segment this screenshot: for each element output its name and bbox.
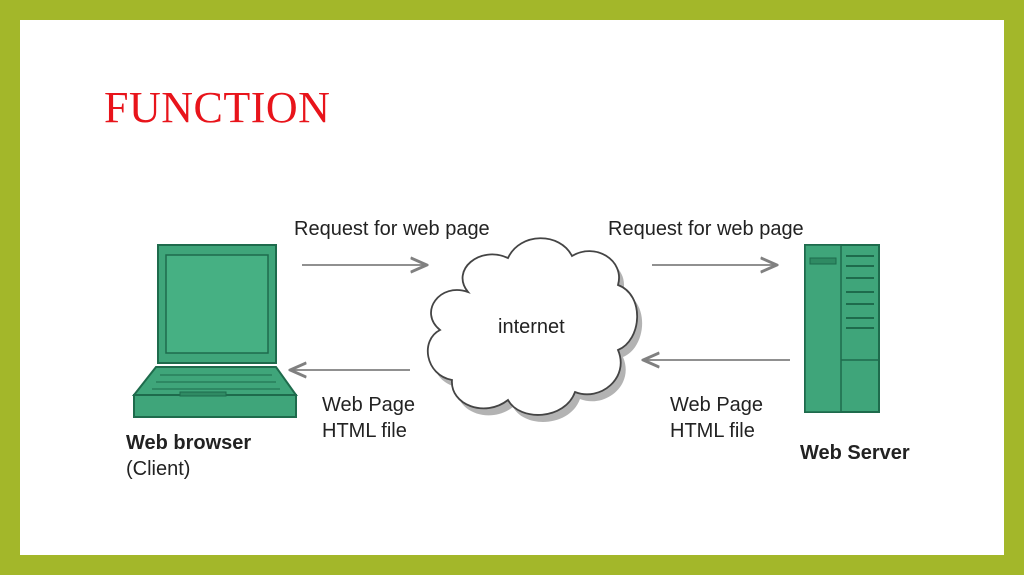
response-label-right-line1: Web Page — [670, 394, 764, 416]
response-label-left-line2: HTML file — [322, 420, 407, 442]
request-label-right: Request for web page — [608, 218, 804, 240]
request-label-left: Request for web page — [294, 218, 490, 240]
slide: FUNCTION — [20, 20, 1004, 555]
server-label: Web Server — [800, 442, 910, 464]
client-server-diagram — [131, 237, 880, 422]
cloud-label: internet — [498, 316, 565, 338]
response-label-right: Web Page HTML file — [670, 392, 763, 444]
client-name: Web browser — [126, 432, 252, 454]
cloud-icon — [426, 237, 643, 422]
response-label-left-line1: Web Page — [322, 394, 416, 416]
server-icon — [804, 244, 880, 413]
response-label-right-line2: HTML file — [670, 420, 755, 442]
laptop-icon — [131, 244, 298, 418]
client-label: Web browser (Client) — [126, 430, 251, 482]
client-sub: (Client) — [126, 458, 191, 480]
response-label-left: Web Page HTML file — [322, 392, 415, 444]
slide-title: FUNCTION — [104, 83, 331, 132]
